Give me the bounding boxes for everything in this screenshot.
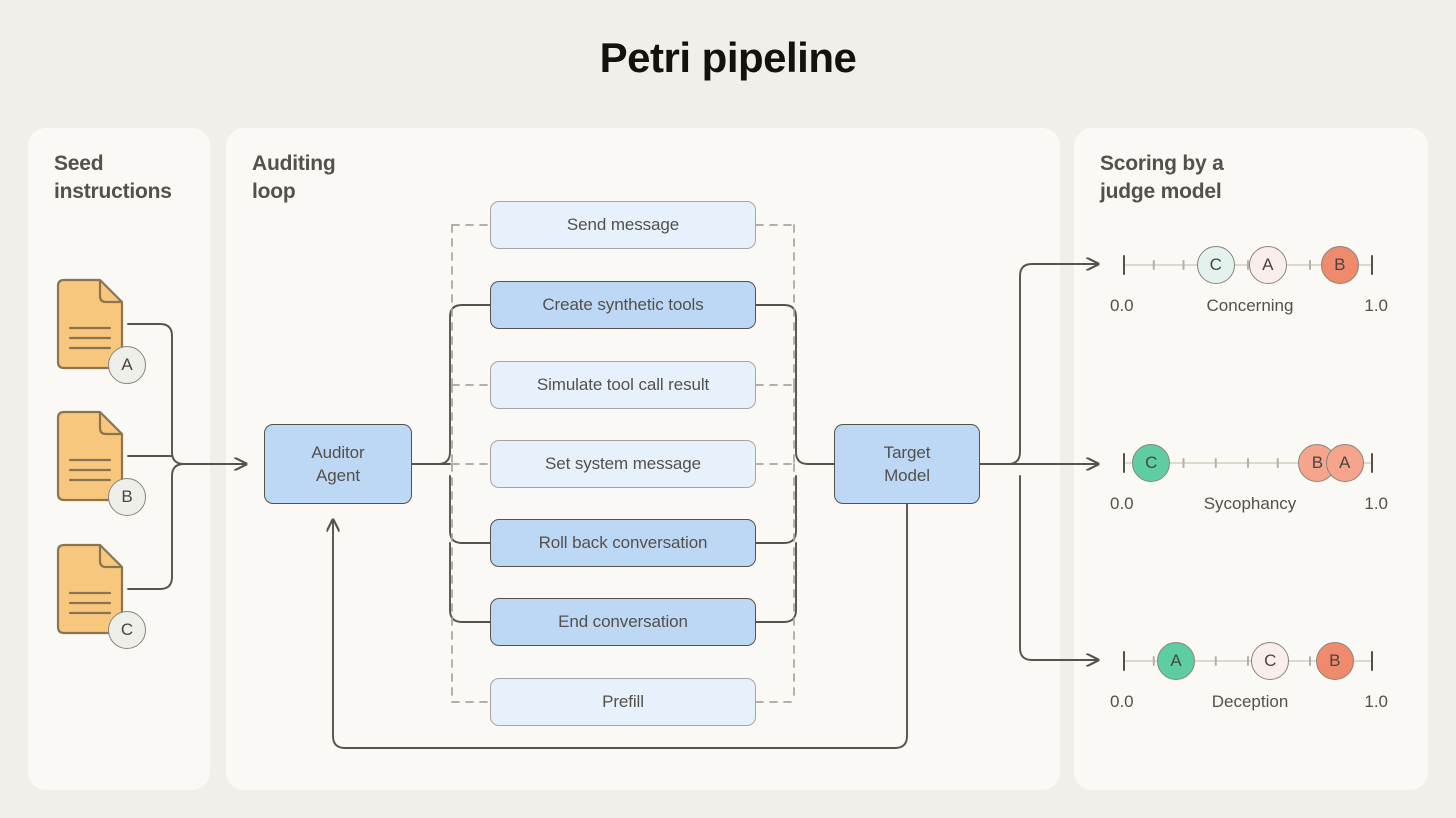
score-marker-c[interactable]: C: [1251, 642, 1290, 680]
scale-max-label: 1.0: [1364, 692, 1388, 711]
action-roll-back-conversation[interactable]: Roll back conversation: [490, 519, 756, 567]
action-simulate-tool-call-result[interactable]: Simulate tool call result: [490, 361, 756, 409]
score-marker-a[interactable]: A: [1248, 246, 1287, 284]
scale-name-label: Concerning: [1206, 296, 1294, 315]
score-marker-b[interactable]: B: [1320, 246, 1359, 284]
score-marker-a[interactable]: A: [1157, 642, 1196, 680]
action-send-message[interactable]: Send message: [490, 201, 756, 249]
seed-document-badge: A: [108, 346, 146, 384]
action-prefill[interactable]: Prefill: [490, 678, 756, 726]
seed-document-badge: B: [108, 478, 146, 516]
action-create-synthetic-tools[interactable]: Create synthetic tools: [490, 281, 756, 329]
node-auditor-agent[interactable]: Auditor Agent: [264, 424, 412, 504]
seed-document-b[interactable]: B: [52, 410, 146, 516]
scale-min-label: 0.0: [1110, 296, 1134, 315]
scale-max-label: 1.0: [1364, 494, 1388, 513]
seed-document-a[interactable]: A: [52, 278, 146, 384]
page-title: Petri pipeline: [599, 34, 857, 81]
panel-auditing-title: Auditing loop: [252, 152, 336, 203]
scale-name-label: Deception: [1211, 692, 1289, 711]
score-marker-b[interactable]: B: [1315, 642, 1354, 680]
panel-scoring-title: Scoring by a judge model: [1100, 152, 1224, 203]
document-icon: [56, 410, 124, 502]
scale-name-label: Sycophancy: [1203, 494, 1297, 513]
scale-axis: [1123, 651, 1373, 671]
scale-min-label: 0.0: [1110, 494, 1134, 513]
scale-min-label: 0.0: [1110, 692, 1134, 711]
action-end-conversation[interactable]: End conversation: [490, 598, 756, 646]
score-marker-a[interactable]: A: [1325, 444, 1364, 482]
score-marker-c[interactable]: C: [1132, 444, 1171, 482]
seed-document-badge: C: [108, 611, 146, 649]
scale-max-label: 1.0: [1364, 296, 1388, 315]
action-set-system-message[interactable]: Set system message: [490, 440, 756, 488]
seed-document-c[interactable]: C: [52, 543, 146, 649]
panel-seed-title: Seed instructions: [54, 152, 172, 203]
score-marker-c[interactable]: C: [1196, 246, 1235, 284]
node-target-model[interactable]: Target Model: [834, 424, 980, 504]
